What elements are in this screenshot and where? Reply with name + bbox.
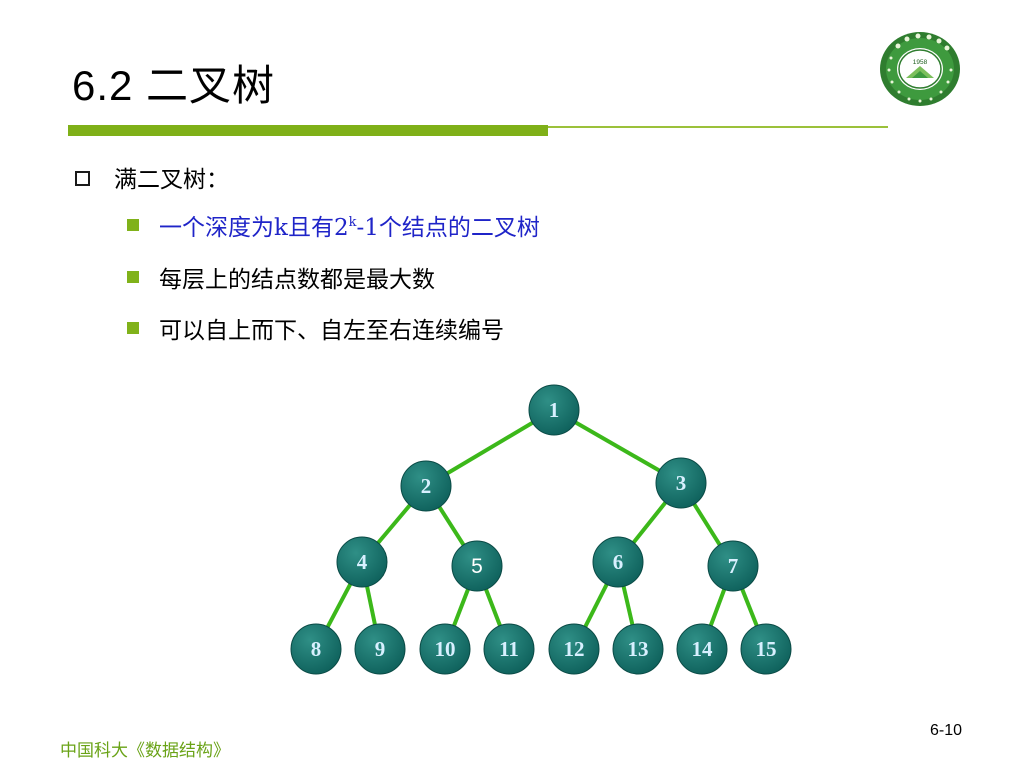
tree-node-label: 11 — [499, 637, 519, 661]
bullet-heading-text: 满二叉树： — [114, 167, 229, 193]
tree-edges — [314, 408, 768, 650]
title-rule-thin — [548, 126, 888, 128]
bullet-numbering-text: 可以自上而下、自左至右连续编号 — [159, 318, 504, 344]
page-number: 6-10 — [930, 722, 963, 739]
tree-node-5: 5 — [451, 540, 503, 592]
bullet-definition: 一个深度为k且有2k-1个结点的二叉树 — [127, 208, 540, 242]
bullet-max-nodes-text: 每层上的结点数都是最大数 — [159, 267, 435, 293]
bullet-full-binary-tree: 满二叉树： — [75, 160, 229, 194]
hollow-square-bullet-icon — [75, 170, 90, 186]
slide-title: 6.2 二叉树 — [72, 62, 276, 109]
tree-node-label: 15 — [756, 637, 777, 661]
tree-node-15: 15 — [740, 623, 792, 675]
tree-node-circle — [612, 623, 664, 675]
tree-node-label: 3 — [676, 471, 687, 495]
title-rule-thick — [68, 125, 548, 136]
tree-node-11: 11 — [483, 623, 535, 675]
tree-node-circle — [655, 457, 707, 509]
tree-node-4: 4 — [336, 536, 388, 588]
tree-node-label: 9 — [375, 637, 386, 661]
tree-node-label: 12 — [564, 637, 585, 661]
tree-node-label: 10 — [435, 637, 456, 661]
tree-node-14: 14 — [676, 623, 728, 675]
tree-node-2: 2 — [400, 460, 452, 512]
logo-year: 1958 — [913, 59, 928, 66]
tree-node-circle — [290, 623, 342, 675]
solid-square-bullet-icon — [127, 219, 139, 231]
tree-node-circle — [676, 623, 728, 675]
definition-mid: 且有 — [287, 215, 334, 241]
tree-node-3: 3 — [655, 457, 707, 509]
tree-node-12: 12 — [548, 623, 600, 675]
tree-node-circle — [483, 623, 535, 675]
tree-node-circle — [528, 384, 580, 436]
tree-node-label: 8 — [311, 637, 322, 661]
tree-node-circle — [419, 623, 471, 675]
tree-node-circle — [707, 540, 759, 592]
definition-k: k — [274, 215, 288, 241]
definition-exponent: k — [348, 215, 357, 230]
tree-node-label: 2 — [421, 474, 432, 498]
tree-node-label: 13 — [628, 637, 649, 661]
tree-node-circle — [354, 623, 406, 675]
tree-node-circle — [548, 623, 600, 675]
tree-node-6: 6 — [592, 536, 644, 588]
bullet-max-nodes: 每层上的结点数都是最大数 — [127, 260, 435, 294]
definition-prefix: 一个深度为 — [159, 215, 274, 241]
definition-suffix: 个结点的二叉树 — [378, 215, 540, 241]
university-logo: 1958 — [878, 30, 962, 108]
bullet-definition-text: 一个深度为k且有2k-1个结点的二叉树 — [159, 208, 540, 242]
tree-node-9: 9 — [354, 623, 406, 675]
tree-node-circle — [451, 540, 503, 592]
tree-node-label: 4 — [357, 550, 368, 574]
tree-node-label: 6 — [613, 550, 624, 574]
solid-square-bullet-icon — [127, 271, 139, 283]
tree-node-label: 14 — [692, 637, 714, 661]
tree-node-circle — [740, 623, 792, 675]
tree-node-label: 1 — [549, 398, 560, 422]
tree-node-circle — [400, 460, 452, 512]
solid-square-bullet-icon — [127, 322, 139, 334]
tree-node-10: 10 — [419, 623, 471, 675]
tree-node-1: 1 — [528, 384, 580, 436]
definition-minus-one: -1 — [356, 215, 379, 241]
tree-node-13: 13 — [612, 623, 664, 675]
tree-node-circle — [592, 536, 644, 588]
tree-node-7: 7 — [707, 540, 759, 592]
tree-node-label: 7 — [728, 554, 739, 578]
definition-two: 2 — [333, 215, 349, 241]
tree-node-circle — [336, 536, 388, 588]
bullet-numbering: 可以自上而下、自左至右连续编号 — [127, 311, 504, 345]
course-footer: 中国科大《数据结构》 — [60, 741, 230, 761]
tree-node-label: 5 — [471, 555, 483, 578]
tree-node-8: 8 — [290, 623, 342, 675]
